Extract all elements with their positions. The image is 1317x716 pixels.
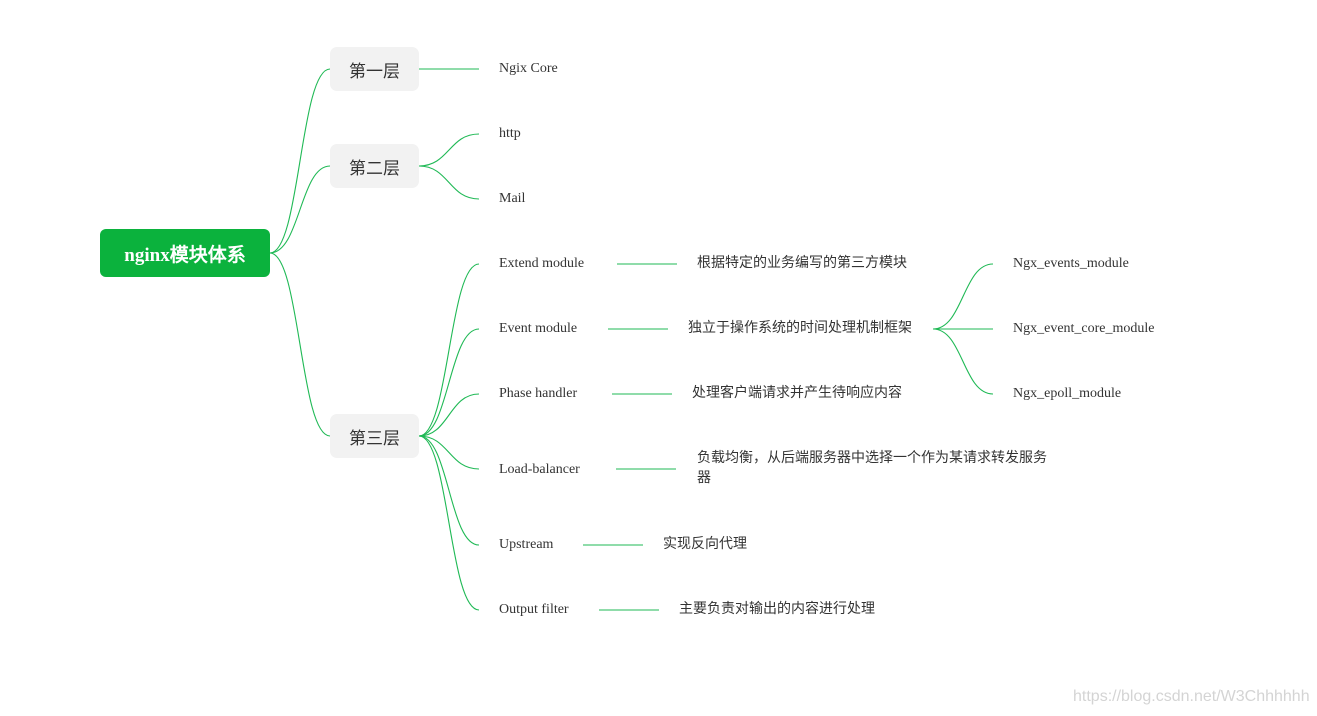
connector-root-layer1 — [269, 68, 331, 254]
desc-extend-module[interactable]: 根据特定的业务编写的第三方模块 — [697, 256, 907, 271]
connector-event-events-module — [932, 263, 994, 330]
connector-layer3-extend — [418, 263, 480, 437]
node-ngix-core[interactable]: Ngix Core — [499, 61, 558, 76]
connector-layer3-event — [418, 328, 480, 437]
connector-layer2-http — [418, 133, 480, 167]
desc-load-balancer[interactable]: 负载均衡，从后端服务器中选择一个作为某请求转发服务器 — [697, 451, 1047, 486]
node-event-module[interactable]: Event module — [499, 321, 578, 336]
connector-layer2-mail — [418, 165, 480, 200]
desc-output-filter[interactable]: 主要负责对输出的内容进行处理 — [679, 602, 875, 617]
node-ngx-epoll-module[interactable]: Ngx_epoll_module — [1013, 386, 1122, 401]
layer-node-2[interactable]: 第二层 — [330, 144, 419, 188]
connector-layer3-upstream — [418, 435, 480, 546]
connector-root-layer2 — [269, 165, 331, 254]
layer-node-3[interactable]: 第三层 — [330, 414, 419, 458]
connector-layer3-output — [418, 435, 480, 611]
node-load-balancer[interactable]: Load-balancer — [499, 462, 580, 477]
desc-event-module[interactable]: 独立于操作系统的时间处理机制框架 — [688, 321, 912, 336]
connector-layer3-phase — [418, 393, 480, 437]
node-extend-module[interactable]: Extend module — [499, 256, 585, 271]
node-ngx-event-core-module[interactable]: Ngx_event_core_module — [1013, 321, 1155, 336]
watermark: https://blog.csdn.net/W3Chhhhhh — [1073, 688, 1310, 705]
root-node[interactable]: nginx模块体系 — [100, 229, 270, 277]
node-phase-handler[interactable]: Phase handler — [499, 386, 578, 401]
layer-node-1[interactable]: 第一层 — [330, 47, 419, 91]
node-upstream[interactable]: Upstream — [499, 537, 554, 552]
node-ngx-events-module[interactable]: Ngx_events_module — [1013, 256, 1129, 271]
node-http[interactable]: http — [499, 126, 521, 141]
node-output-filter[interactable]: Output filter — [499, 602, 569, 617]
desc-upstream[interactable]: 实现反向代理 — [663, 537, 747, 552]
node-mail[interactable]: Mail — [499, 191, 526, 206]
desc-phase-handler[interactable]: 处理客户端请求并产生待响应内容 — [692, 386, 902, 401]
connector-event-epoll-module — [932, 328, 994, 395]
connector-root-layer3 — [269, 252, 331, 437]
connector-layer3-loadbalancer — [418, 435, 480, 470]
